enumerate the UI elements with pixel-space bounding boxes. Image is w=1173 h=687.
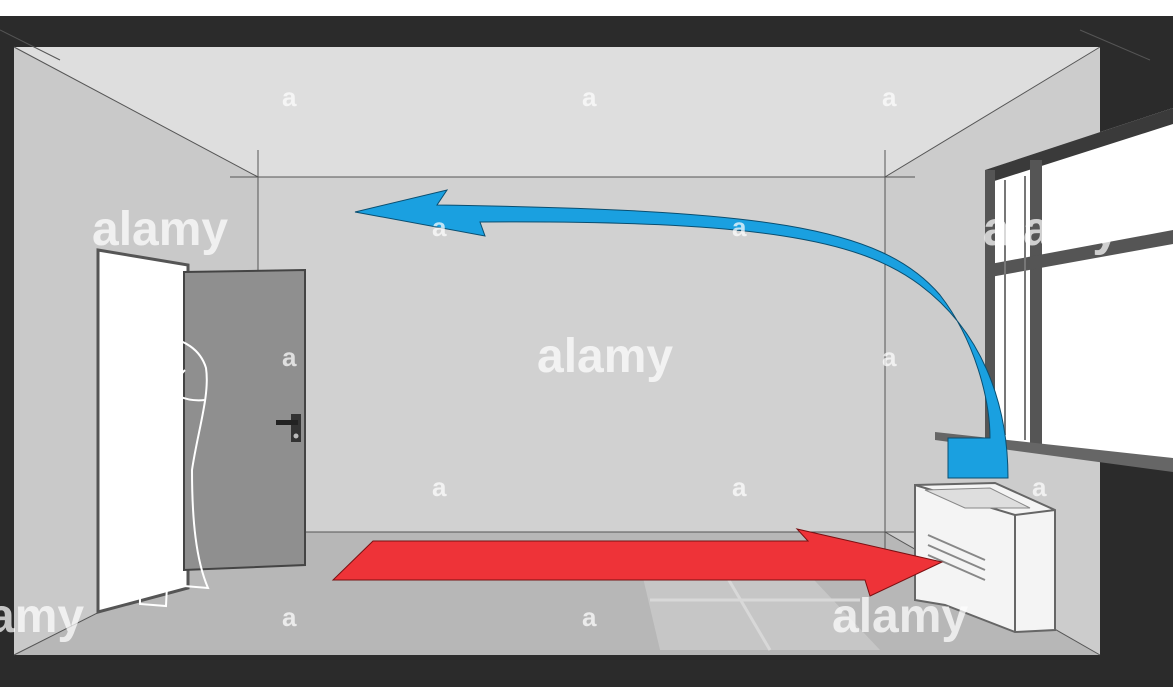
ceiling: [14, 47, 1100, 177]
watermark-mark: a: [1032, 472, 1047, 502]
watermark-mark: a: [282, 602, 297, 632]
door-opening: [96, 248, 190, 614]
watermark-mark: a: [432, 212, 447, 242]
arrow-curved-left-icon: [354, 189, 1009, 479]
door-leaf: [183, 268, 306, 572]
watermark-mark: a: [732, 472, 747, 502]
top-margin: [0, 0, 1173, 16]
watermark-mark: a: [432, 472, 447, 502]
watermark-mark: a: [582, 602, 597, 632]
watermark-logo: alamy: [0, 590, 84, 643]
window: [935, 108, 1173, 472]
watermark-mark: a: [282, 82, 297, 112]
watermark-mark: a: [282, 342, 297, 372]
watermark-logo: alamy: [983, 203, 1119, 256]
fan-coil-unit: [914, 481, 1056, 634]
watermark-mark: a: [882, 82, 897, 112]
unit-vent-grille: [927, 534, 986, 581]
door-assembly: [96, 248, 306, 614]
person-silhouette-icon: [127, 296, 210, 608]
watermark-logo: alamy: [537, 330, 673, 383]
back-wall: [258, 177, 885, 532]
watermark-mark: a: [582, 82, 597, 112]
watermark-logo: alamy: [832, 590, 968, 643]
window-light-patch: [640, 565, 880, 650]
watermark-layer: alamy alamy alamy alamy alamy a a a a a …: [0, 82, 1119, 643]
watermark-mark: a: [732, 212, 747, 242]
watermark-logo: alamy: [92, 203, 228, 256]
watermark-mark: a: [882, 342, 897, 372]
arrow-right-icon: [331, 528, 944, 597]
door-handle-icon: [276, 414, 301, 442]
